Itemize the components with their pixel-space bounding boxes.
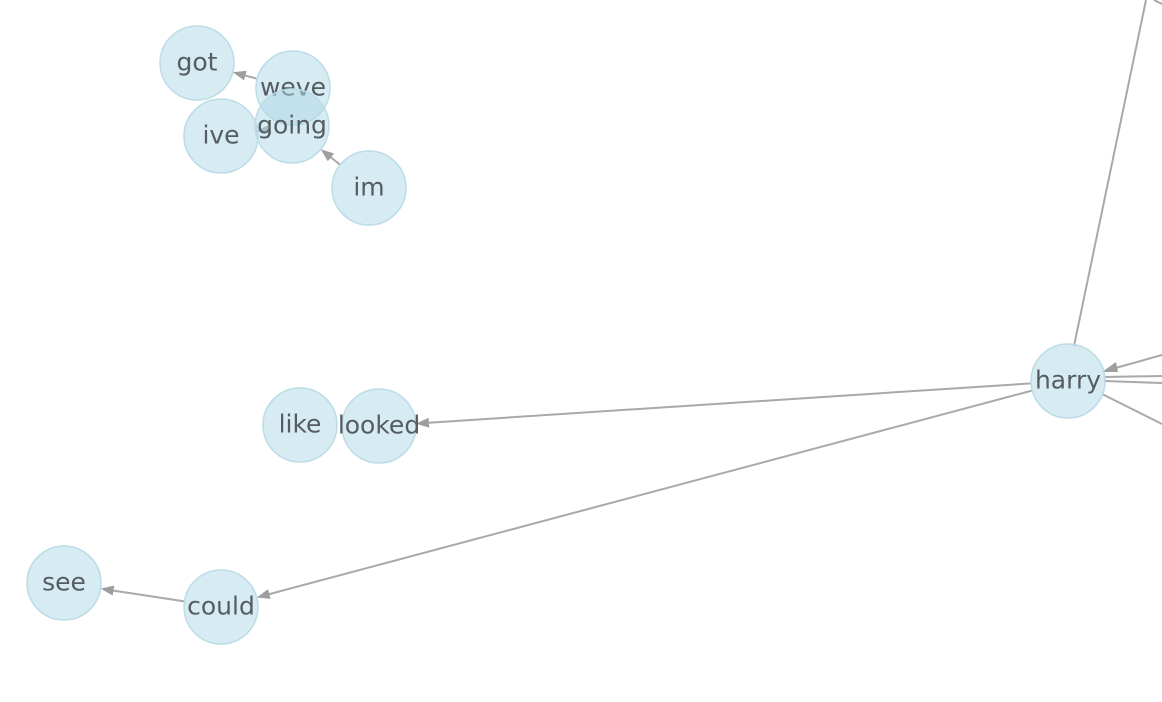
node-got: got xyxy=(159,25,235,101)
node-label-looked: looked xyxy=(338,411,420,440)
node-circle-got xyxy=(159,25,235,101)
arrowhead-harry-to-looked xyxy=(415,417,430,428)
node-circle-see xyxy=(26,545,102,621)
node-label-im: im xyxy=(353,173,384,202)
edge-harry-offscreen-right-2 xyxy=(1103,375,1162,378)
node-could: could xyxy=(183,569,259,645)
node-circle-looked xyxy=(341,388,417,464)
node-looked: looked xyxy=(338,388,420,464)
edge-harry-offscreen-right-3 xyxy=(1103,380,1162,384)
node-label-could: could xyxy=(187,592,255,621)
node-label-got: got xyxy=(177,48,218,77)
edge-could-to-see xyxy=(113,589,185,603)
edge-weve-to-got xyxy=(245,74,258,80)
node-label-harry: harry xyxy=(1035,366,1101,395)
edge-harry-offscreen-right-4 xyxy=(1101,393,1162,425)
edge-im-to-going xyxy=(330,156,341,166)
arrowhead-harry-to-could xyxy=(256,589,271,599)
edge-harry-to-looked xyxy=(428,382,1032,424)
node-ive: ive xyxy=(183,98,259,174)
arrowhead-weve-to-got xyxy=(232,70,247,81)
edge-harry-to-could xyxy=(269,389,1033,596)
arrowhead-im-to-going xyxy=(320,149,335,162)
arrowhead-could-to-see xyxy=(100,585,115,596)
node-harry: harry xyxy=(1030,343,1106,419)
node-im: im xyxy=(331,150,407,226)
node-circle-going xyxy=(254,88,330,164)
arrowhead-offscreen-into-harry xyxy=(1102,362,1118,372)
node-label-going: going xyxy=(257,111,327,140)
node-circle-harry xyxy=(1030,343,1106,419)
edge-offscreen-into-harry xyxy=(1111,354,1162,370)
node-label-ive: ive xyxy=(202,121,239,150)
edge-harry-offscreen-top xyxy=(1073,0,1147,347)
edge-offscreen-right-1 xyxy=(1153,0,1162,5)
node-like: like xyxy=(262,387,338,463)
node-circle-could xyxy=(183,569,259,645)
node-label-like: like xyxy=(279,410,322,439)
node-label-see: see xyxy=(42,568,86,597)
node-see: see xyxy=(26,545,102,621)
node-circle-im xyxy=(331,150,407,226)
node-circle-like xyxy=(262,387,338,463)
node-going: going xyxy=(254,88,330,164)
